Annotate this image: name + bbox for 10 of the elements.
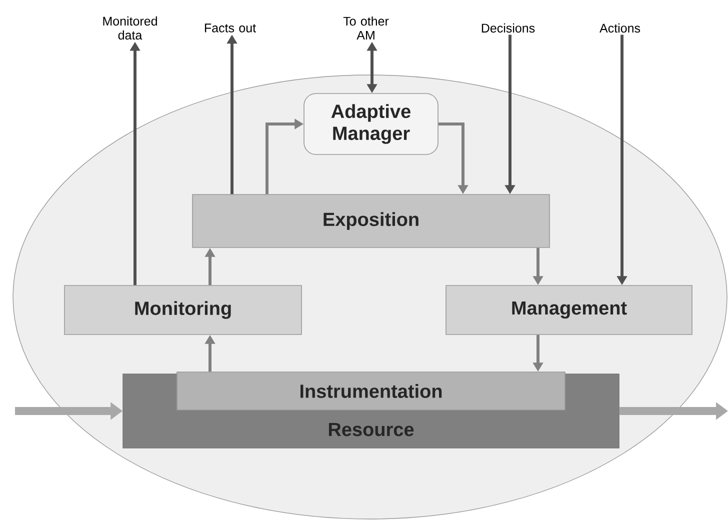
flow-label: Monitored data	[103, 16, 157, 40]
flow-label: To other AM	[343, 16, 389, 40]
flow-label: Decisions	[482, 23, 535, 33]
process-box: Management	[446, 285, 692, 335]
flow-label: Facts out	[204, 24, 256, 32]
process-box: Instrumentation	[176, 372, 566, 410]
process-box: Monitoring	[64, 285, 302, 335]
flow-label: Actions	[600, 23, 640, 33]
process-box: Exposition	[192, 194, 550, 248]
manager-box: Adaptive Manager	[304, 93, 438, 155]
